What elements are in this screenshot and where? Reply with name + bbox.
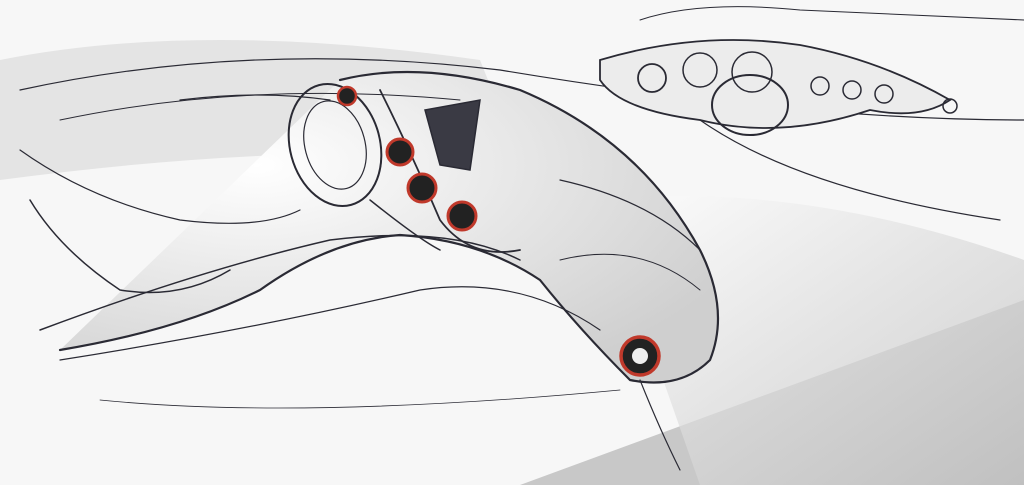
secondary-vent [942,98,958,114]
steering-wheel [287,82,383,208]
secondary-gauge [731,51,773,93]
secondary-vent [637,63,667,93]
floor-line [639,379,681,471]
secondary-vent [842,80,862,100]
dashboard-line [39,234,521,331]
center-console [379,89,521,253]
floor-line [99,389,621,409]
secondary-dash [599,39,952,129]
secondary-dash [639,6,1024,21]
secondary-steering-wheel [711,74,789,136]
air-vent-center [632,348,648,364]
air-vent [385,137,415,167]
dashboard-outline [58,70,720,384]
secondary-vent [810,76,830,96]
secondary-vent [874,84,894,104]
display-screen [424,99,481,171]
air-vent [406,172,438,204]
secondary-gauge [682,52,718,88]
air-vent [446,200,478,232]
dashboard-line [19,58,1024,121]
air-vent [336,85,358,107]
center-console [369,199,441,251]
door-line [179,94,331,101]
steering-wheel [303,100,367,190]
dashboard-line [59,286,601,361]
glovebox-line [559,253,701,291]
seat-outline [19,149,301,224]
glovebox-line [559,179,701,251]
secondary-dash [699,119,1001,221]
seat-outline [29,199,231,294]
